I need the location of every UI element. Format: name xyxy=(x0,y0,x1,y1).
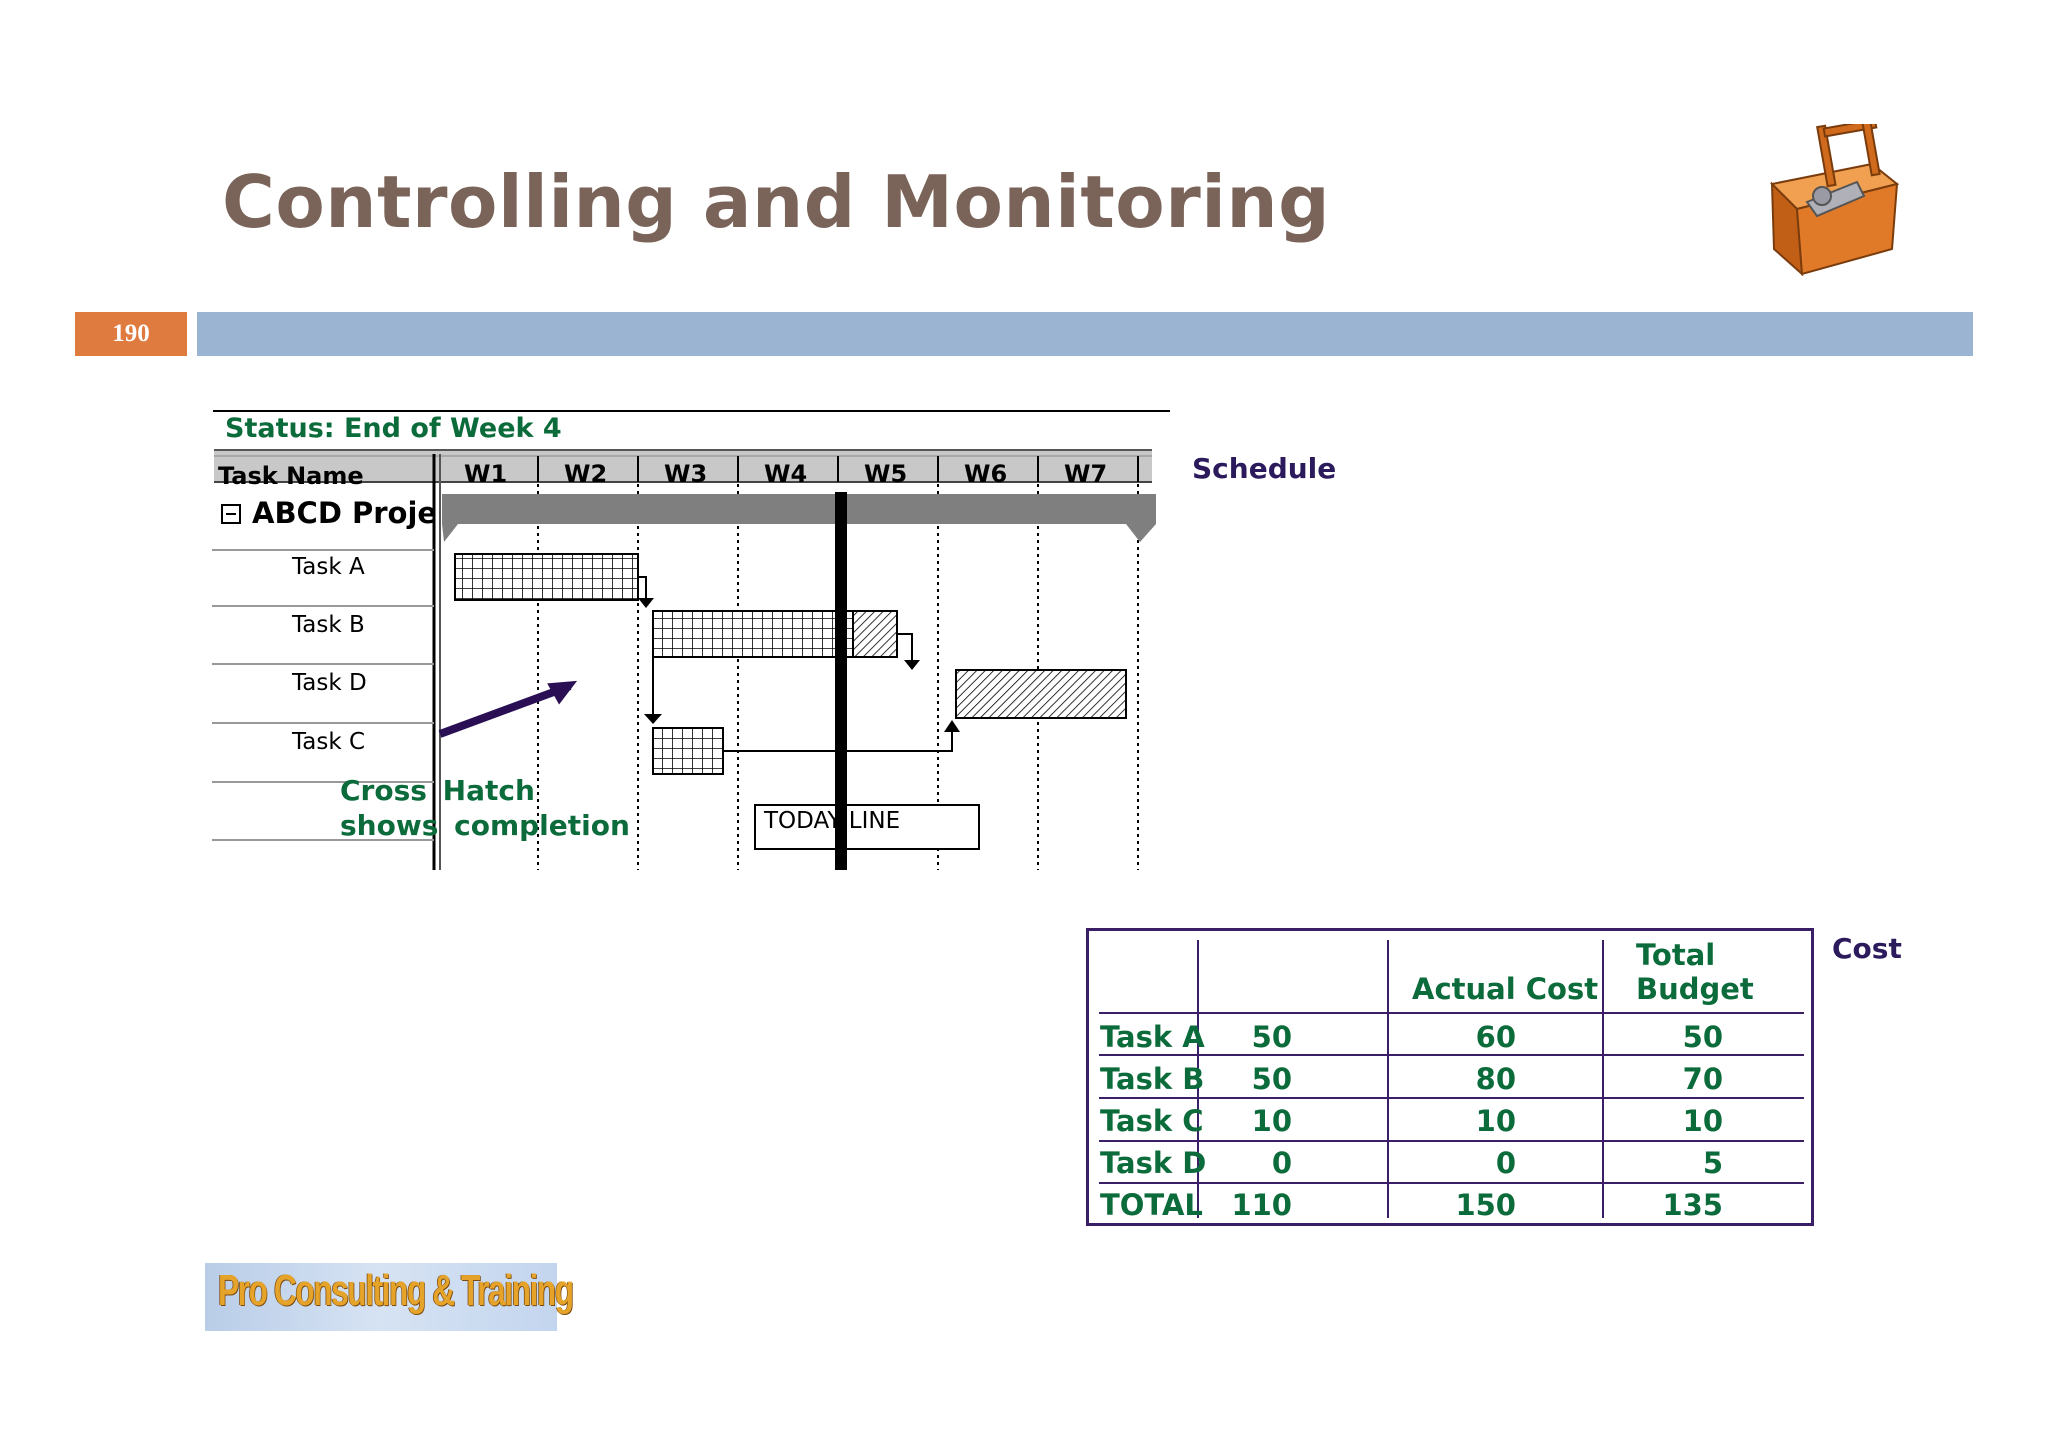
week-gridlines xyxy=(537,456,1139,870)
row-actual: 0 xyxy=(1495,1146,1516,1180)
gantt-status: Status: End of Week 4 xyxy=(225,413,562,444)
week-label: W6 xyxy=(964,460,1008,488)
row-budget: 70 xyxy=(1682,1062,1723,1096)
row-actual: 60 xyxy=(1475,1020,1516,1054)
row-task: Task A xyxy=(1100,1020,1205,1054)
week-label: W5 xyxy=(864,460,908,488)
task-c-bar xyxy=(652,727,724,775)
row-divider xyxy=(1099,1140,1804,1142)
row-budget: 135 xyxy=(1662,1188,1723,1222)
gantt-chart xyxy=(212,410,1170,870)
column-header: Budget xyxy=(1636,972,1754,1006)
week-label: W4 xyxy=(764,460,808,488)
row-actual: 150 xyxy=(1455,1188,1516,1222)
task-label: Task B xyxy=(292,612,365,638)
column-divider xyxy=(1602,940,1604,1218)
row-budget: 50 xyxy=(1682,1020,1723,1054)
column-divider xyxy=(1387,940,1389,1218)
row-divider xyxy=(1099,1097,1804,1099)
row-budget: 5 xyxy=(1702,1146,1723,1180)
week-label: W7 xyxy=(1064,460,1108,488)
row-divider xyxy=(1099,1054,1804,1056)
row-divider xyxy=(1099,1182,1804,1184)
annotation-text: shows completion xyxy=(340,809,630,842)
task-a-bar xyxy=(454,553,639,601)
row-task: Task D xyxy=(1100,1146,1207,1180)
dependency-links xyxy=(638,576,953,752)
row-value: 10 xyxy=(1251,1104,1292,1138)
project-name: ABCD Project xyxy=(252,496,434,530)
week-label: W3 xyxy=(664,460,708,488)
today-line-callout xyxy=(754,804,980,850)
row-value: 50 xyxy=(1251,1020,1292,1054)
column-header: Actual Cost xyxy=(1412,972,1599,1006)
row-task: TOTAL xyxy=(1100,1188,1203,1222)
today-line-overlay xyxy=(835,800,847,870)
slide-title: Controlling and Monitoring xyxy=(222,160,1331,244)
cost-table xyxy=(1086,928,1814,1226)
row-actual: 80 xyxy=(1475,1062,1516,1096)
gantt-header-bar xyxy=(214,450,1152,482)
project-summary-bar xyxy=(442,494,1156,542)
schedule-label: Schedule xyxy=(1192,452,1337,485)
annotation-text: Cross Hatch xyxy=(340,774,535,807)
title-band xyxy=(197,312,1973,356)
row-budget: 10 xyxy=(1682,1104,1723,1138)
row-divider xyxy=(1099,1012,1804,1014)
column-header: Total xyxy=(1636,938,1716,972)
column-divider xyxy=(1197,940,1199,1218)
slide-number: 190 xyxy=(75,312,187,356)
row-task: Task C xyxy=(1100,1104,1204,1138)
task-label: Task D xyxy=(292,670,367,696)
row-task: Task B xyxy=(1100,1062,1205,1096)
task-d-bar xyxy=(955,669,1127,719)
row-value: 50 xyxy=(1251,1062,1292,1096)
today-line-label: TODAY LINE xyxy=(764,808,901,834)
company-logo xyxy=(205,1263,557,1331)
week-label: W1 xyxy=(464,460,508,488)
task-label: Task A xyxy=(292,554,365,580)
task-name-header: Task Name xyxy=(218,462,364,490)
task-b-bar xyxy=(652,610,854,658)
annotation-arrow xyxy=(438,682,572,738)
cost-label: Cost xyxy=(1832,932,1902,965)
row-value: 110 xyxy=(1231,1188,1292,1222)
toolbox-icon xyxy=(1769,124,1900,277)
logo-text: Pro Consulting & Training xyxy=(218,1266,574,1315)
row-separators xyxy=(212,549,434,841)
row-value: 0 xyxy=(1271,1146,1292,1180)
week-label: W2 xyxy=(564,460,608,488)
row-actual: 10 xyxy=(1475,1104,1516,1138)
task-label: Task C xyxy=(292,729,366,755)
